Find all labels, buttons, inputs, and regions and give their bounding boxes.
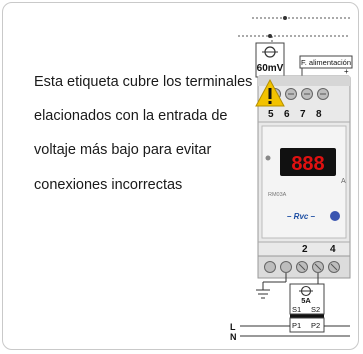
description-line-3: voltaje más bajo para evitar bbox=[34, 142, 212, 158]
bottom-terminals bbox=[264, 261, 340, 273]
terminal-2: 2 bbox=[302, 244, 308, 255]
device-button[interactable] bbox=[330, 211, 340, 221]
warning-icon bbox=[255, 78, 285, 107]
description-line-1: Esta etiqueta cubre los terminales bbox=[34, 74, 253, 90]
led-display bbox=[280, 148, 336, 176]
supply-label: F. alimentación bbox=[301, 58, 351, 67]
description-line-4: conexiones incorrectas bbox=[34, 177, 183, 193]
input-label: 60mV bbox=[257, 63, 284, 74]
dotted-wires bbox=[238, 17, 350, 46]
p1-label: P1 bbox=[292, 321, 301, 330]
p2-label: P2 bbox=[311, 321, 320, 330]
line-n-label: N bbox=[230, 332, 237, 342]
shunt-label-box: 5A S1 S2 bbox=[289, 283, 325, 315]
led-indicator bbox=[265, 155, 271, 161]
display-value: 888 bbox=[291, 153, 324, 175]
terminal-4: 4 bbox=[330, 244, 336, 255]
wire-junction bbox=[268, 34, 272, 38]
current-transformer: P1 P2 bbox=[289, 314, 325, 333]
terminal-8: 8 bbox=[316, 109, 322, 120]
terminal-7: 7 bbox=[300, 109, 306, 120]
model-text: RM03A bbox=[268, 192, 287, 198]
supply-plus: + bbox=[344, 67, 349, 76]
terminal-5: 5 bbox=[268, 109, 274, 120]
ground-wiring bbox=[256, 273, 319, 299]
power-lines bbox=[240, 325, 350, 337]
shunt-label: 5A bbox=[301, 296, 311, 305]
description-line-2: elacionados con la entrada de bbox=[34, 108, 228, 124]
wire-junction bbox=[283, 16, 287, 20]
brand-logo: – Rvc – bbox=[287, 212, 316, 221]
meter-device: 5 6 7 8 888 A RM03A – Rvc – 2 4 bbox=[257, 75, 351, 279]
line-l-label: L bbox=[230, 322, 236, 332]
display-unit: A bbox=[341, 178, 346, 185]
terminal-6: 6 bbox=[284, 109, 290, 120]
s1-label: S1 bbox=[292, 305, 301, 314]
input-label-box: 60mV bbox=[255, 42, 285, 78]
s2-label: S2 bbox=[311, 305, 320, 314]
